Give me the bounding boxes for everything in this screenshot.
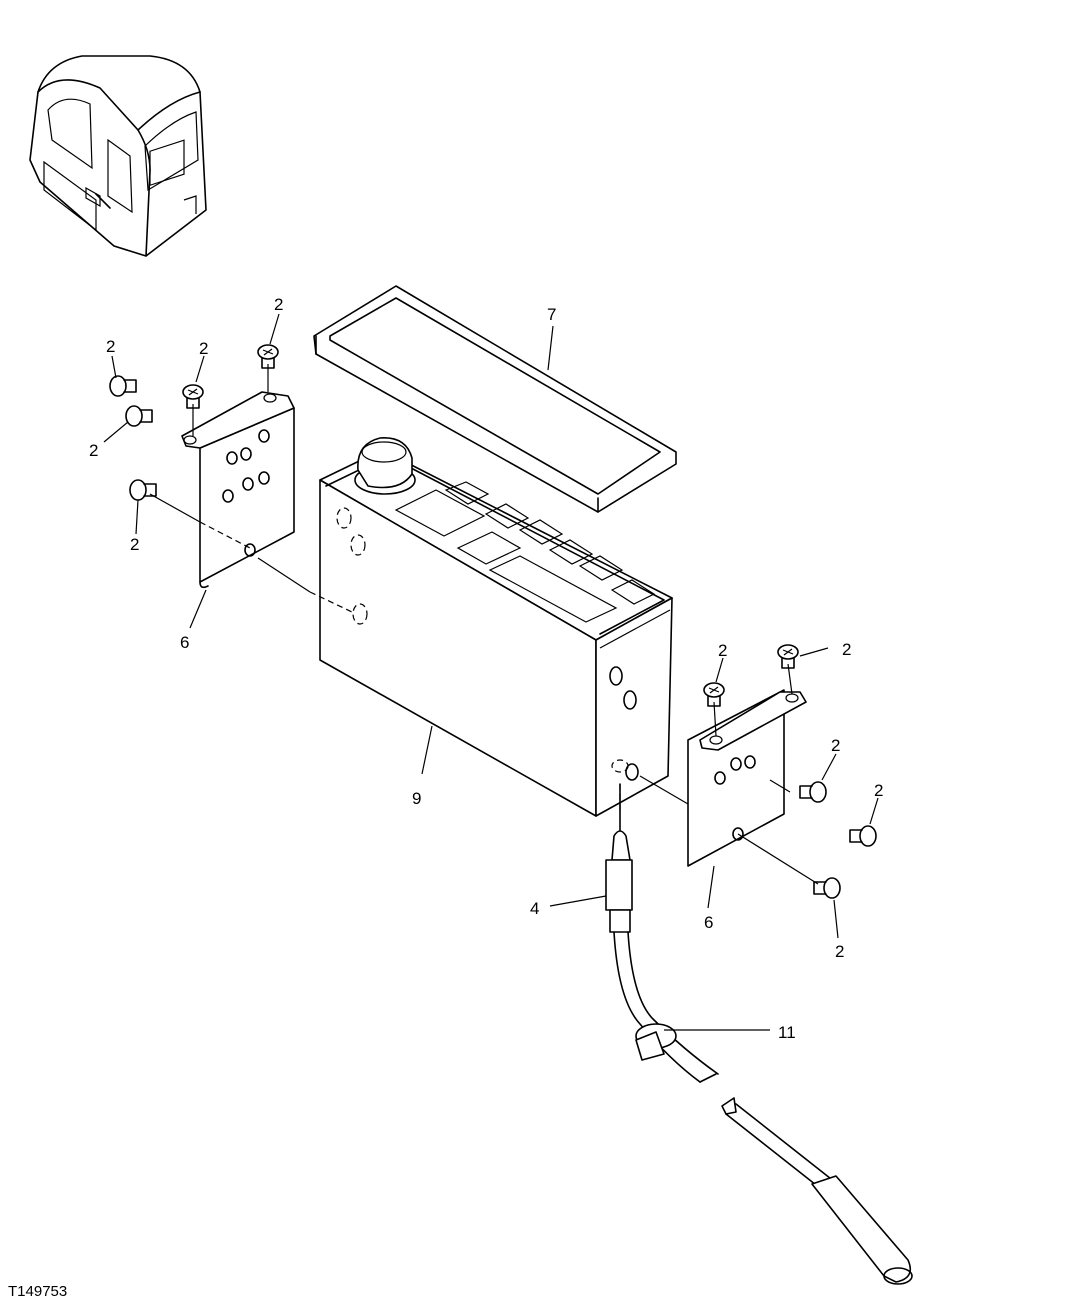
callout-screw: 2 xyxy=(89,441,98,460)
callout-screw: 2 xyxy=(199,339,208,358)
callout-screw: 2 xyxy=(130,535,139,554)
screw xyxy=(257,344,279,369)
callout-reservoir: 9 xyxy=(412,789,421,808)
screw xyxy=(849,825,877,847)
screw xyxy=(182,384,204,409)
callout-bracket-left: 6 xyxy=(180,633,189,652)
cab-locator-icon xyxy=(29,55,207,257)
screw xyxy=(777,644,799,669)
screw xyxy=(125,405,153,427)
washer-reservoir xyxy=(319,437,673,817)
leader-lines xyxy=(103,313,879,1031)
callout-screw: 2 xyxy=(106,337,115,356)
level-sensor xyxy=(605,783,913,1285)
callout-screw: 2 xyxy=(274,295,283,314)
callout-bracket-right: 6 xyxy=(704,913,713,932)
callout-screw: 2 xyxy=(831,736,840,755)
callout-screw: 2 xyxy=(842,640,851,659)
screw xyxy=(813,877,841,899)
screw xyxy=(129,479,157,501)
bracket-right xyxy=(687,689,807,867)
bracket-left xyxy=(181,391,295,589)
callout-sensor: 4 xyxy=(530,899,539,918)
screw xyxy=(109,375,137,397)
callout-screw: 2 xyxy=(835,942,844,961)
callout-labels: 7 9 6 6 4 11 2 2 2 2 2 2 2 2 2 2 xyxy=(89,295,883,1042)
callout-screw: 2 xyxy=(874,781,883,800)
assembly-lines xyxy=(149,364,819,885)
screw xyxy=(703,682,725,707)
callout-lid: 7 xyxy=(547,305,556,324)
callout-clamp: 11 xyxy=(778,1023,796,1042)
screw xyxy=(799,781,827,803)
callout-screw: 2 xyxy=(718,641,727,660)
reservoir-lid xyxy=(313,285,677,513)
figure-id: T149753 xyxy=(8,1283,67,1300)
